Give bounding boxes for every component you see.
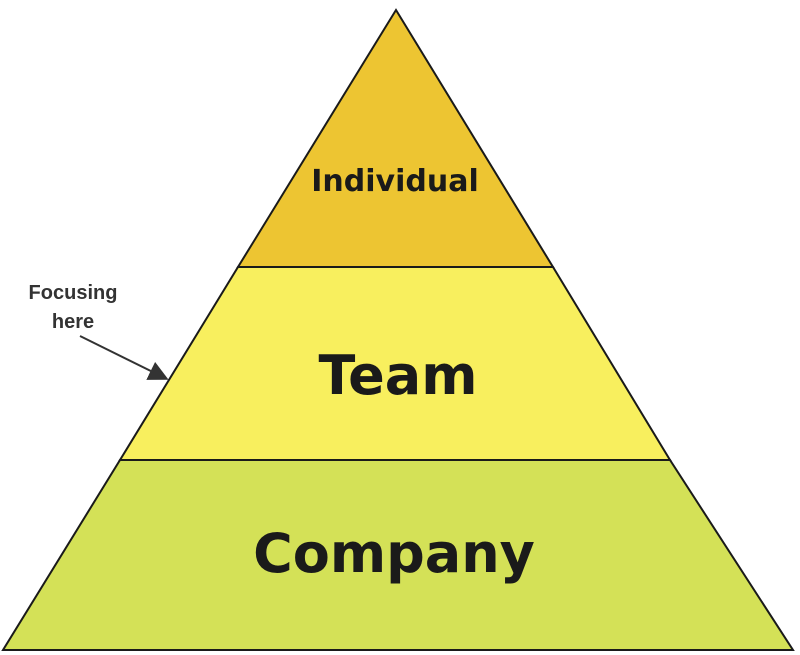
level-label-individual: Individual [311, 164, 478, 199]
annotation-text-line2: here [52, 311, 94, 333]
level-label-team: Team [319, 344, 478, 407]
annotation-arrow-icon [79, 335, 169, 380]
pyramid-level-individual [236, 8, 555, 268]
pyramid-level-company [1, 459, 795, 651]
annotation-text-line1: Focusing [29, 282, 118, 304]
level-label-company: Company [253, 522, 535, 585]
